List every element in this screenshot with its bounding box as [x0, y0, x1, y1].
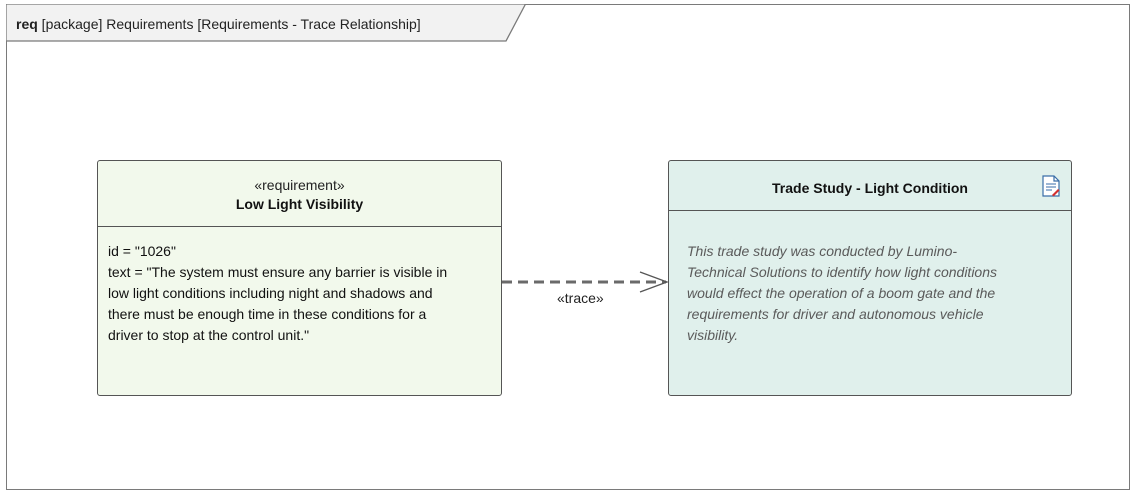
requirement-line: text = "The system must ensure any barri…: [108, 264, 448, 280]
requirement-line: id = "1026": [108, 243, 176, 259]
trade-study-line: This trade study was conducted by Lumino…: [687, 243, 958, 259]
requirement-body: id = "1026" text = "The system must ensu…: [98, 227, 501, 346]
frame-tab-shape: [6, 4, 526, 42]
requirement-line: driver to stop at the control unit.": [108, 327, 310, 343]
requirement-line: there must be enough time in these condi…: [108, 306, 427, 322]
frame-title-text: [package] Requirements [Requirements - T…: [37, 16, 421, 32]
trade-study-name: Trade Study - Light Condition: [772, 180, 968, 196]
trade-study-body: This trade study was conducted by Lumino…: [669, 211, 1071, 346]
trade-study-element[interactable]: Trade Study - Light Condition This trade…: [668, 160, 1072, 396]
frame-title: req [package] Requirements [Requirements…: [16, 16, 421, 32]
requirement-header: «requirement» Low Light Visibility: [98, 161, 501, 227]
frame-keyword: req: [16, 16, 38, 32]
requirement-line: low light conditions including night and…: [108, 285, 433, 301]
frame-tab: req [package] Requirements [Requirements…: [6, 4, 526, 42]
trade-study-line: Technical Solutions to identify how ligh…: [687, 264, 998, 280]
trace-label: «trace»: [557, 290, 604, 306]
trade-study-line: visibility.: [687, 327, 739, 343]
trace-arrowhead: [639, 271, 669, 293]
document-icon: [1042, 175, 1060, 197]
requirement-element[interactable]: «requirement» Low Light Visibility id = …: [97, 160, 502, 396]
trade-study-header: Trade Study - Light Condition: [669, 161, 1071, 211]
trade-study-line: requirements for driver and autonomous v…: [687, 306, 984, 322]
trade-study-line: would effect the operation of a boom gat…: [687, 285, 996, 301]
requirement-stereotype: «requirement»: [254, 177, 345, 193]
requirement-name: Low Light Visibility: [235, 196, 364, 212]
